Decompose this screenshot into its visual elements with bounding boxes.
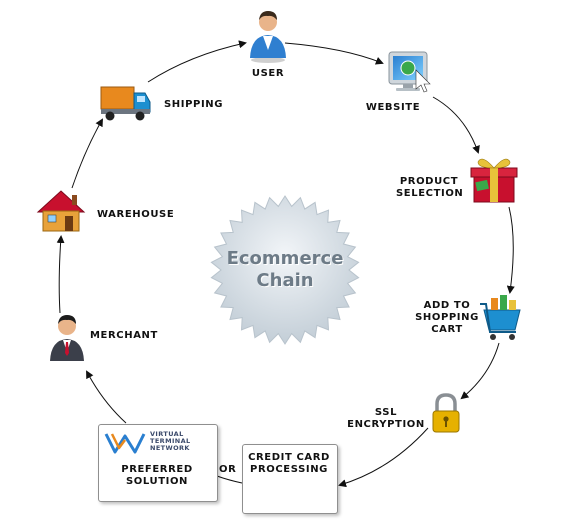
- label-website: WEBSITE: [365, 102, 421, 113]
- label-user: USER: [251, 68, 285, 79]
- padlock-icon: [432, 393, 460, 433]
- label-credit-card-processing: CREDIT CARD PROCESSING: [248, 452, 330, 475]
- arrow-product-to-cart: [506, 206, 515, 294]
- arrow-preferred-to-merchant: [86, 370, 127, 424]
- ecommerce-chain-badge: [210, 195, 360, 345]
- website-icon: [388, 51, 431, 93]
- arrow-warehouse-to-shipping: [71, 118, 103, 189]
- flow-arrows: [56, 40, 515, 488]
- vtn-logo-icon: [104, 433, 146, 454]
- arrow-user-to-website: [284, 42, 384, 65]
- arrow-credit-to-preferred: [216, 475, 243, 484]
- gift-icon: [470, 158, 518, 203]
- arrow-cart-to-ssl: [460, 342, 500, 400]
- label-warehouse: WAREHOUSE: [97, 209, 175, 220]
- center-title: Ecommerce Chain: [220, 248, 350, 292]
- center-title-line1: Ecommerce: [226, 248, 344, 269]
- truck-icon: [100, 86, 151, 121]
- label-merchant: MERCHANT: [90, 330, 158, 341]
- credit-card-processing-box: [242, 444, 338, 514]
- arrow-ssl-to-credit: [338, 427, 429, 488]
- arrow-shipping-to-user: [147, 40, 247, 83]
- preferred-solution-box: [98, 424, 218, 502]
- merchant-icon: [50, 315, 84, 361]
- arrow-website-to-product: [432, 96, 480, 154]
- arrow-merchant-to-warehouse: [56, 235, 65, 314]
- shopping-cart-icon: [480, 295, 521, 340]
- label-preferred-solution: PREFERRED SOLUTION: [121, 464, 193, 487]
- vtn-logo-text: VIRTUAL TERMINAL NETWORK: [150, 430, 191, 452]
- warehouse-icon: [36, 190, 86, 232]
- user-icon: [250, 11, 286, 63]
- label-shipping: SHIPPING: [164, 99, 224, 110]
- label-ssl-encryption: SSL ENCRYPTION: [347, 407, 425, 430]
- center-title-line2: Chain: [256, 270, 314, 291]
- label-product-selection: PRODUCT SELECTION: [396, 176, 464, 199]
- label-or: OR: [219, 464, 237, 475]
- label-add-to-cart: ADD TO SHOPPING CART: [415, 300, 479, 335]
